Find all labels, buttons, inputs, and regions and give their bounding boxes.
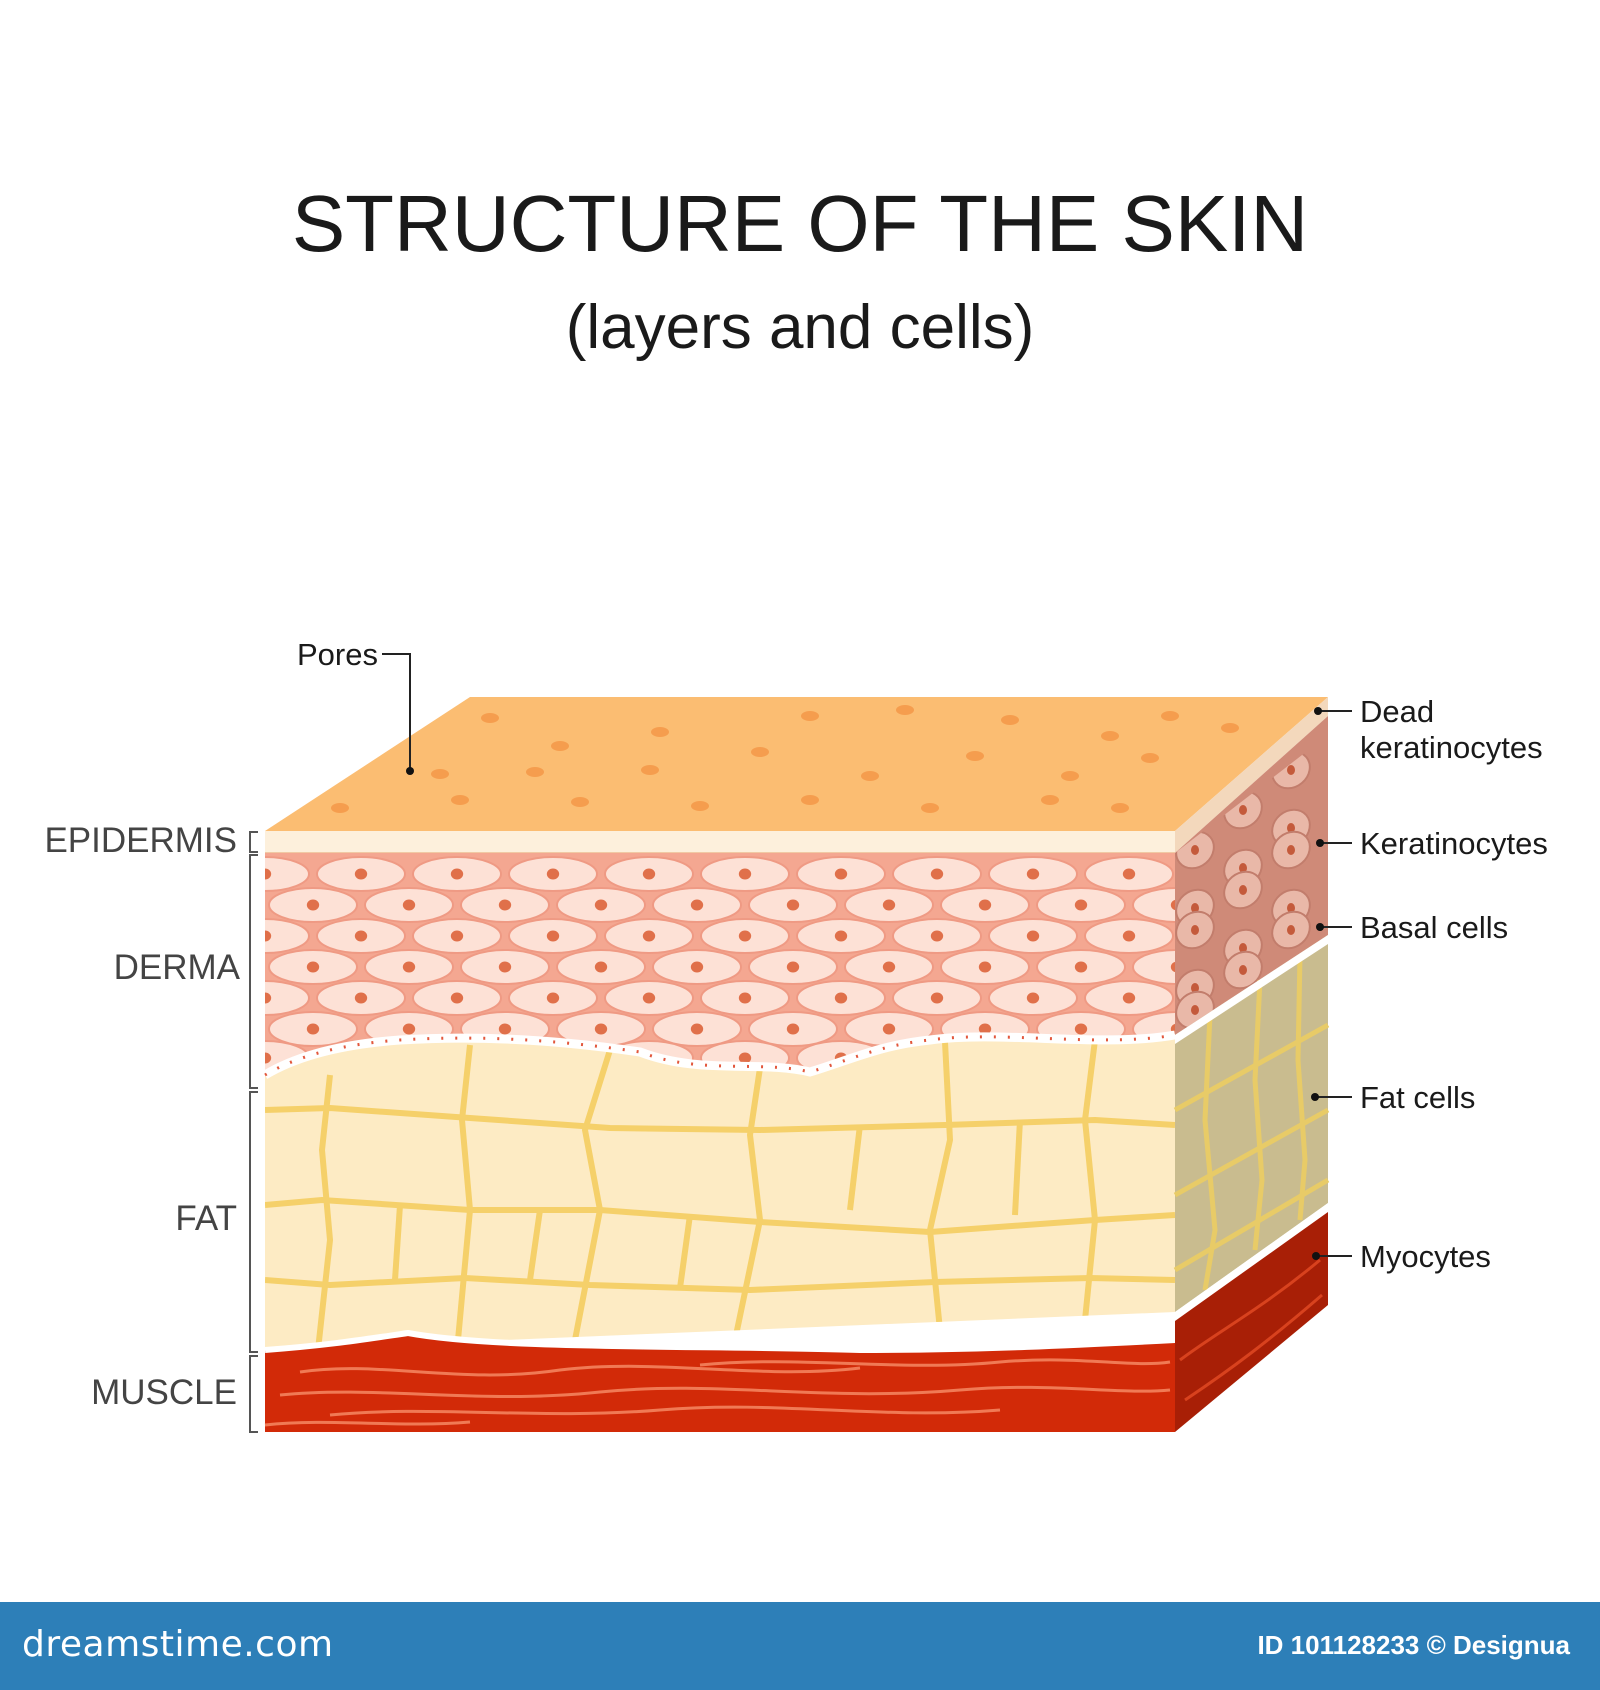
callout-dead: Dead	[1360, 694, 1434, 729]
pores-group	[331, 705, 1239, 813]
callout-keratinocytes: Keratinocytes	[1360, 826, 1548, 861]
skin-surface	[265, 697, 1328, 831]
callout-myocytes: Myocytes	[1360, 1239, 1491, 1274]
callout-fat-cells: Fat cells	[1360, 1080, 1475, 1115]
muscle-side	[1175, 1212, 1328, 1432]
label-epidermis: EPIDERMIS	[44, 821, 237, 860]
callout-lines	[382, 653, 1352, 1257]
pores-callout-dot	[406, 767, 414, 775]
callout-keratinocytes-dead: keratinocytes	[1360, 730, 1543, 765]
footer-bar: dreamstime.com ID 101128233 © Designua	[0, 1602, 1600, 1690]
label-fat: FAT	[175, 1199, 237, 1238]
diagram-title: STRUCTURE OF THE SKIN	[291, 179, 1309, 268]
epidermis-side	[1175, 697, 1328, 853]
keratinocyte-cells	[265, 856, 1175, 1075]
epidermis-layer	[265, 831, 1175, 853]
callout-basal-cells: Basal cells	[1360, 910, 1508, 945]
layer-brackets	[249, 831, 258, 1433]
footer-logo[interactable]: dreamstime.com	[22, 1624, 334, 1665]
diagram-subtitle: (layers and cells)	[565, 293, 1035, 362]
muscle-fibers	[264, 1358, 1171, 1427]
fat-layer	[265, 1035, 1175, 1350]
label-muscle: MUSCLE	[91, 1373, 237, 1412]
footer-image-id: ID 101128233 © Designua	[1257, 1630, 1570, 1660]
muscle-layer	[265, 1333, 1175, 1432]
skin-cross-section-diagram: EPIDERMIS DERMA FAT MUSCLE Pores Dead ke…	[44, 637, 1548, 1433]
label-derma: DERMA	[114, 948, 241, 987]
fat-cell-membranes	[265, 1039, 1175, 1350]
callout-pores: Pores	[297, 637, 378, 672]
